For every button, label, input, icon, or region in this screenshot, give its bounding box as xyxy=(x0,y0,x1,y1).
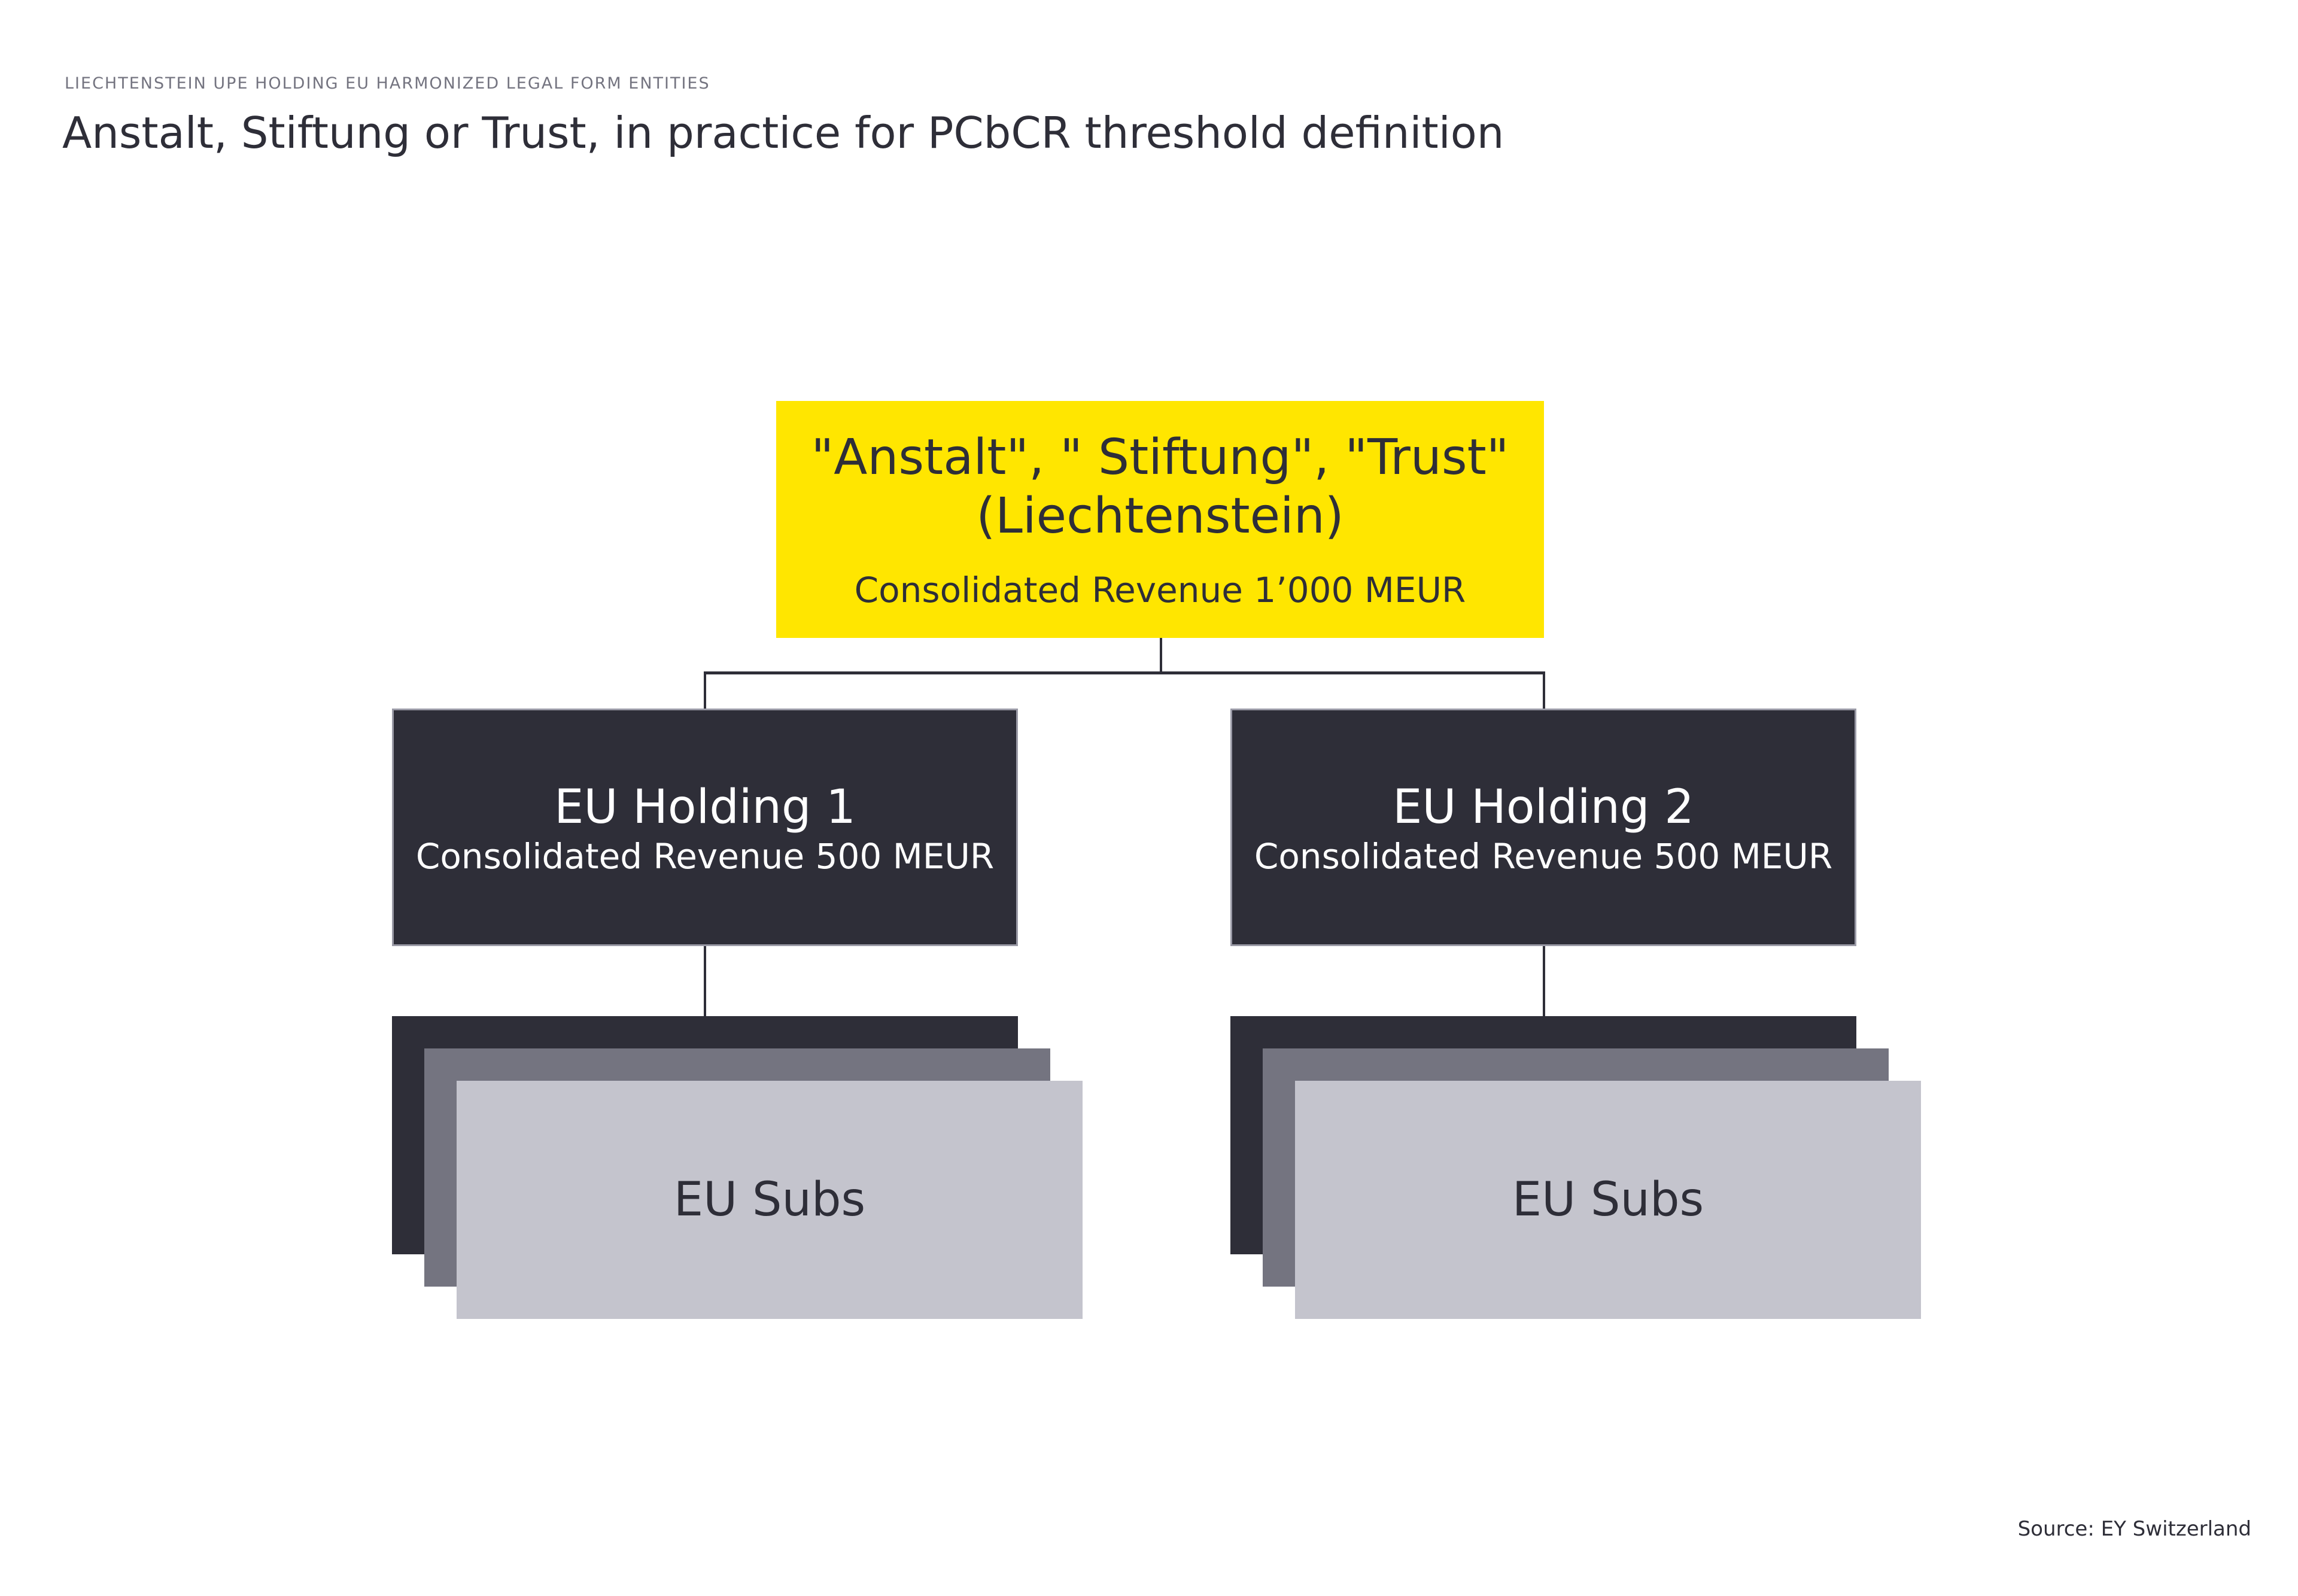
root-revenue: Consolidated Revenue 1’000 MEUR xyxy=(854,570,1466,610)
root-title-line1: "Anstalt", " Stiftung", "Trust" xyxy=(811,429,1509,486)
source-note: Source: EY Switzerland xyxy=(2017,1517,2251,1541)
eu-holding-1-box: EU Holding 1 Consolidated Revenue 500 ME… xyxy=(392,709,1018,946)
subs-label: EU Subs xyxy=(673,1173,866,1227)
holding-title: EU Holding 1 xyxy=(554,780,856,834)
diagram-title: Anstalt, Stiftung or Trust, in practice … xyxy=(62,108,1504,158)
connector-right-down xyxy=(1543,671,1545,710)
eu-subs-2-box: EU Subs xyxy=(1295,1081,1921,1319)
holding-revenue: Consolidated Revenue 500 MEUR xyxy=(415,835,995,877)
connector-holding2-subs xyxy=(1543,946,1545,1017)
eu-subs-1-box: EU Subs xyxy=(457,1081,1083,1319)
root-title-line2: (Liechtenstein) xyxy=(976,488,1344,545)
holding-revenue: Consolidated Revenue 500 MEUR xyxy=(1254,835,1833,877)
connector-horizontal xyxy=(704,671,1545,674)
eu-holding-2-box: EU Holding 2 Consolidated Revenue 500 ME… xyxy=(1230,709,1856,946)
connector-holding1-subs xyxy=(704,946,706,1017)
connector-left-down xyxy=(704,671,706,710)
holding-title: EU Holding 2 xyxy=(1393,780,1694,834)
connector-root-down xyxy=(1160,638,1162,674)
diagram-kicker: LIECHTENSTEIN UPE HOLDING EU HARMONIZED … xyxy=(65,74,710,93)
root-entity-box: "Anstalt", " Stiftung", "Trust" (Liechte… xyxy=(776,401,1544,638)
subs-label: EU Subs xyxy=(1512,1173,1704,1227)
